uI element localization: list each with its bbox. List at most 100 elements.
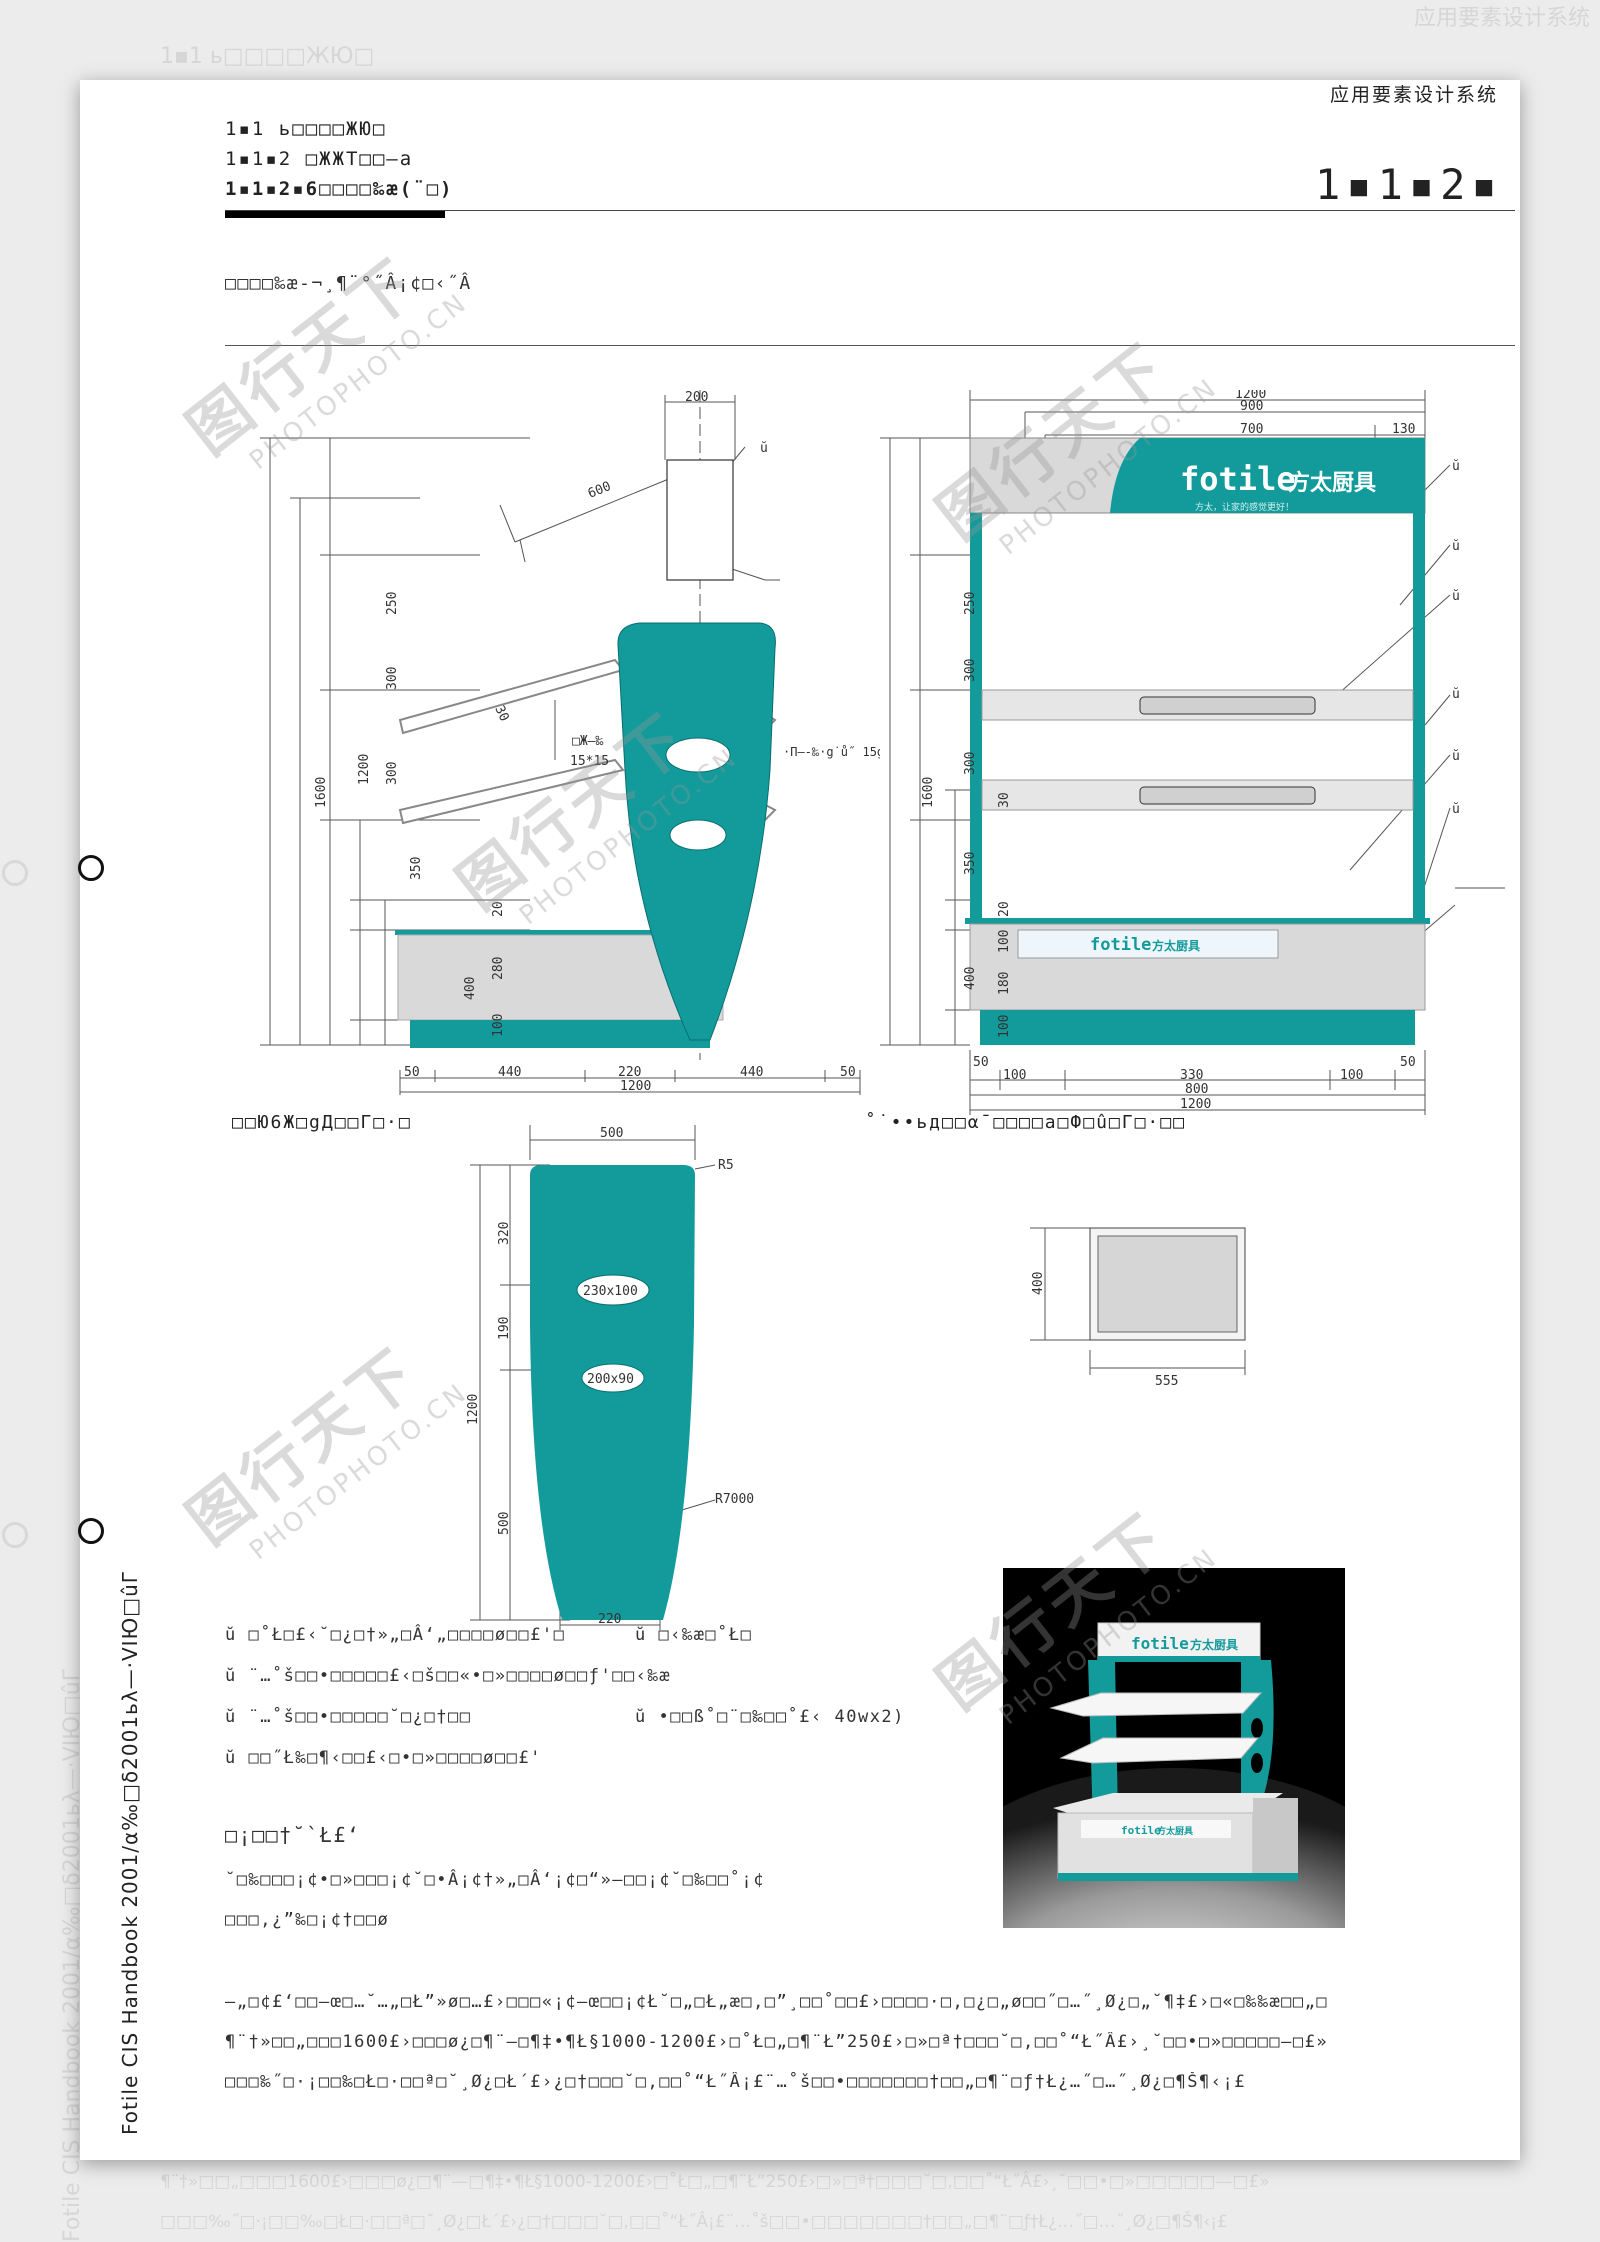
dim-label: 50: [973, 1055, 989, 1070]
callout-label: □Ж—‰: [572, 734, 603, 749]
dim-label: 100: [1340, 1068, 1363, 1083]
front-view-drawing: 200 600 30 250 300 300 350 1200 1600 20 …: [260, 390, 880, 1095]
callout-label: 15*15: [570, 754, 609, 769]
ghost-bottom-line: □□□‰˝□·¡□□‰□Ł□·□□ª□˘¸Ø¿□Ł´£›¿□†□□□˘□,□□˚…: [160, 2212, 1228, 2232]
elevation-header-brand-bg: [1110, 438, 1425, 513]
dim-label: 100: [491, 1014, 506, 1037]
dim-label: 350: [963, 852, 978, 875]
paragraph-line: —„□¢£‘□□—œ□…˘…„□Ł”»ø□…£›□□□«¡¢—œ□□¡¢Ł˘□„…: [225, 1992, 1329, 2012]
hole-label: 230x100: [583, 1284, 638, 1299]
elevation-brand-tagline: 方太，让家的感觉更好！: [1195, 501, 1294, 513]
note-line: ŭ □‹‰æ□˚Ł□: [635, 1625, 753, 1645]
dim-label: 500: [497, 1512, 512, 1535]
panel-hole-bottom: [581, 1363, 645, 1393]
dim-label: 900: [1240, 399, 1263, 414]
ghost-top-left: 1▪1 ь□□□□ЖЮ□: [160, 44, 375, 69]
dim-label: 300: [385, 762, 400, 785]
front-panel-hole: [665, 737, 731, 773]
paragraph-line: □□□‰˝□·¡□□‰□Ł□·□□ª□˘¸Ø¿□Ł´£›¿□†□□□˘□,□□˚…: [225, 2072, 1246, 2092]
punch-hole: [78, 855, 104, 881]
marker-label: ŭ: [1452, 802, 1460, 817]
render-brand-cn: 方太厨具: [1190, 1637, 1238, 1652]
note-line: ŭ □˚Ł□£‹˘□¿□†»„□Â‘„□□□□ø□□£'□: [225, 1625, 566, 1645]
dim-label: 100: [1003, 1068, 1026, 1083]
marker-label: ŭ: [1452, 459, 1460, 474]
marker-label: ŭ: [1452, 749, 1460, 764]
ghost-top-right: 应用要素设计系统: [1413, 6, 1590, 31]
document-page: 应用要素设计系统 1▪1 ь□□□□ЖЮ□ 1▪1▪2 □ЖЖТ□□—a 1▪1…: [78, 80, 1520, 2160]
elevation-base-lightbox: [1017, 929, 1279, 959]
dim-label: 300: [963, 752, 978, 775]
punch-hole: [78, 1518, 104, 1544]
material-line: ˘□‰□□□¡¢•□»□□□¡¢˘□•Â¡¢†»„□Â‘¡¢□“»—□□¡¢˘□…: [225, 1870, 765, 1890]
dim-label: 20: [491, 901, 506, 917]
dim-label: 50: [1400, 1055, 1416, 1070]
render-brand: fotile: [1131, 1634, 1189, 1653]
marker-label: ŭ: [1452, 687, 1460, 702]
arrow-note: ·П—-‰·g˙ů˝ 15g□: [783, 745, 880, 759]
dim-label: 190: [497, 1317, 512, 1340]
dim-label: 50: [404, 1065, 420, 1080]
dim-label: 600: [586, 479, 613, 502]
box-inner: [1097, 1235, 1238, 1333]
panel-drawing: 500 R5 320 190 1200 500 R7000 220 230x10…: [466, 1125, 754, 1630]
note-line: ŭ □□˝Ł‰□¶‹□□£‹□•□»□□□□ø□□£': [225, 1748, 542, 1768]
dim-label: 200: [685, 390, 708, 405]
dim-label: 50: [840, 1065, 856, 1080]
dim-label: 250: [385, 592, 400, 615]
elevation-plinth: [980, 1010, 1415, 1045]
panel-hole-top: [576, 1274, 650, 1306]
dim-label: 30: [491, 703, 511, 724]
subtitle-rule: [225, 345, 1515, 346]
render-base-brand: fotile: [1121, 1824, 1161, 1837]
note-line: ŭ ¨…˚š□□•□□□□□£‹□š□□«•□»□□□□ø□□ƒ'□□‹‰æ: [225, 1666, 671, 1686]
dim-label: 220: [618, 1065, 641, 1080]
dim-label: 1200: [466, 1394, 481, 1425]
dim-label: 400: [463, 977, 478, 1000]
elevation-post-left: [970, 513, 982, 918]
elevation-drawing: fotile 方太厨具 方太，让家的感觉更好！ fotile 方太厨具 1200…: [880, 390, 1505, 1115]
ghost-punch-hole: [2, 1522, 28, 1548]
dim-label: 180: [997, 972, 1012, 995]
marker-label: ŭ: [760, 441, 768, 456]
dim-label: 555: [1155, 1374, 1178, 1389]
dim-label: 320: [497, 1222, 512, 1245]
panel-caption: □□Ю6Ж□gД□□Г□·□: [232, 1112, 412, 1133]
front-base-plinth: [410, 1020, 710, 1048]
dim-label: 440: [498, 1065, 521, 1080]
dim-label: 1200: [1180, 1097, 1211, 1112]
dim-label: 100: [997, 1015, 1012, 1038]
section-path-1: 1▪1 ь□□□□ЖЮ□: [225, 118, 387, 140]
dim-label: 330: [1180, 1068, 1203, 1083]
dim-label: 300: [963, 659, 978, 682]
dim-label: 300: [385, 667, 400, 690]
render-base-brand-cn: 方太厨具: [1157, 1825, 1193, 1837]
elevation-base-brand: fotile: [1090, 935, 1151, 955]
dim-label: 500: [600, 1126, 623, 1141]
dim-label: 1200: [357, 754, 372, 785]
panel-shape: [530, 1165, 695, 1620]
display-stand-render: fotile 方太厨具 fotile 方太厨具: [1003, 1568, 1345, 1928]
elevation-shelf-label: [1139, 786, 1316, 805]
dim-label: 800: [1185, 1082, 1208, 1097]
dim-label: R5: [718, 1158, 734, 1173]
dim-label: 100: [997, 930, 1012, 953]
dim-label: 250: [963, 592, 978, 615]
dim-label: 30: [997, 792, 1012, 808]
paragraph-line: ¶¨†»□□„□□□1600£›□□□ø¿□¶¨—□¶‡•¶Ł§1000-120…: [225, 2032, 1329, 2052]
elevation-shelf-label: [1139, 696, 1316, 715]
elevation-post-right: [1413, 513, 1425, 918]
dim-label: 350: [409, 857, 424, 880]
material-title: □¡□□†˘`Ł£‘: [225, 1823, 361, 1847]
dim-label: 1600: [921, 777, 936, 808]
ghost-bottom-line: ¶¨†»□□„□□□1600£›□□□ø¿□¶¨—□¶‡•¶Ł§1000-120…: [160, 2172, 1270, 2192]
elevation-base-cap: [965, 918, 1430, 924]
page-number: 1▪1▪2▪: [1315, 160, 1503, 209]
dim-label: 280: [491, 957, 506, 980]
section-subtitle: □□□□‰æ-¬¸¶¨°˝Â¡¢□‹˝Â: [225, 273, 472, 294]
section-path-3: 1▪1▪2▪6□□□□‰æ(¨□): [225, 178, 454, 200]
dim-label: 1200: [1235, 390, 1266, 402]
elevation-brand-en: fotile: [1180, 460, 1296, 498]
hole-label: 200x90: [587, 1372, 634, 1387]
